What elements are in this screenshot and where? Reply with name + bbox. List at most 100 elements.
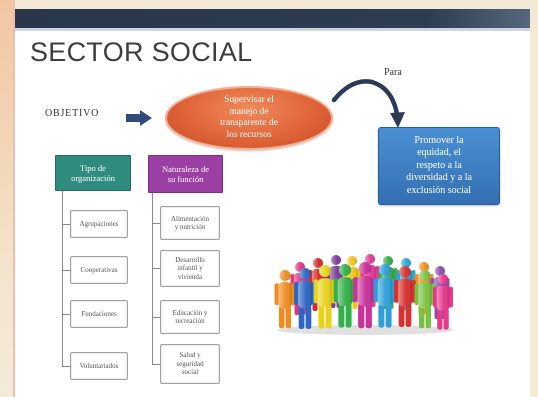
function-nature-item: Educación y recreación (160, 300, 220, 334)
person-head-shine (279, 270, 291, 281)
person-leg (443, 308, 449, 330)
goal-text-line: equidad, el (417, 147, 461, 159)
person-body-shine (418, 282, 432, 309)
person-leg (338, 303, 345, 328)
person-arm (414, 283, 419, 306)
goal-box: Promover la equidad, el respeto a la div… (378, 127, 500, 205)
tree-connector (152, 268, 160, 269)
tree-connector (152, 223, 160, 224)
person-head-shine (399, 266, 411, 278)
person-leg (365, 303, 372, 329)
person-body-shine (436, 285, 450, 311)
person-leg (345, 303, 352, 328)
person-head-shine (419, 262, 429, 272)
organization-type-item: Voluntariados (70, 352, 128, 380)
person-arm (448, 286, 453, 308)
slide-title: SECTOR SOCIAL (30, 37, 253, 67)
organization-type-item: Agrupaciones (70, 210, 128, 238)
connector-label: Para (384, 67, 402, 78)
person-figure (274, 270, 296, 329)
person-head-shine (379, 264, 391, 276)
slide-top-bar (15, 9, 530, 28)
goal-text-line: Promover la (414, 134, 464, 146)
person-head-shine (401, 258, 411, 268)
tree-connector (62, 270, 70, 271)
people-group-illustration (274, 254, 453, 335)
person-body-shine (317, 278, 333, 307)
header-text-line: Naturaleza de (162, 164, 209, 174)
person-head-shine (339, 264, 351, 276)
person-leg (325, 304, 332, 329)
objective-oval: Supervisar el manejo de transparente de … (165, 86, 333, 150)
tree-connector (62, 191, 63, 367)
person-head-shine (299, 268, 311, 280)
person-head-shine (331, 255, 341, 265)
person-leg (298, 305, 305, 329)
person-leg (285, 306, 292, 329)
person-leg (278, 306, 285, 329)
person-leg (405, 303, 412, 327)
slide-top-strip (15, 28, 530, 31)
person-figure (373, 264, 397, 328)
person-body-shine (337, 277, 353, 306)
function-nature-item: Desarrollo infantil y vivienda (160, 250, 220, 287)
person-head-shine (358, 262, 372, 275)
person-head-shine (365, 254, 375, 264)
function-nature-header: Naturaleza de su función (148, 155, 223, 193)
person-figure (414, 270, 436, 329)
person-leg (358, 303, 365, 329)
person-arm (294, 281, 299, 305)
person-figure (394, 266, 416, 327)
right-arrow-icon (126, 110, 152, 126)
organization-type-item: Cooperativas (70, 256, 128, 284)
tree-connector (152, 317, 160, 318)
tree-connector (152, 193, 153, 365)
curved-arrow-icon (331, 79, 405, 128)
organization-type-header: Tipo de organización (55, 155, 131, 191)
goal-text-line: respeto a la (416, 159, 462, 171)
person-head-shine (419, 270, 431, 281)
header-text-line: Tipo de (80, 163, 106, 173)
goal-text-line: exclusión social (406, 184, 472, 196)
person-arm (353, 277, 359, 302)
header-text-line: su función (167, 174, 204, 184)
person-head-shine (347, 256, 357, 266)
frame-left-line (13, 0, 15, 397)
person-arm (394, 279, 399, 303)
objective-label: OBJETIVO (45, 108, 100, 119)
person-leg (398, 303, 405, 327)
person-head-shine (319, 265, 331, 277)
person-head-shine (313, 258, 323, 268)
person-figure (333, 264, 357, 328)
header-text-line: organización (71, 173, 115, 183)
person-body-shine (377, 277, 393, 306)
person-head-shine (437, 274, 449, 285)
oval-text-line: transparente de (220, 118, 278, 128)
person-arm (274, 283, 279, 306)
person-arm (433, 286, 438, 308)
person-head-shine (383, 256, 393, 266)
person-leg (418, 306, 425, 329)
person-figure (353, 262, 377, 329)
frame-left-band (0, 0, 14, 397)
oval-text-line: los recursos (226, 129, 272, 140)
person-leg (305, 305, 312, 329)
person-leg (425, 306, 432, 329)
organization-type-item: Fundaciones (70, 300, 128, 328)
people-figures (274, 254, 453, 330)
tree-connector (62, 224, 70, 225)
person-arm (333, 278, 339, 303)
person-leg (385, 303, 392, 328)
person-body-shine (278, 282, 292, 309)
person-leg (318, 304, 325, 329)
goal-text-line: diversidad y a la (406, 172, 472, 184)
person-arm (373, 278, 379, 303)
person-figure (313, 265, 337, 329)
oval-text-line: Supervisar el (224, 95, 274, 105)
person-head-shine (435, 266, 445, 276)
person-leg (437, 308, 443, 330)
tree-connector (152, 364, 160, 365)
tree-connector (62, 314, 70, 315)
person-body-shine (398, 278, 412, 307)
function-nature-item: Alimentación y nutrición (160, 206, 220, 240)
